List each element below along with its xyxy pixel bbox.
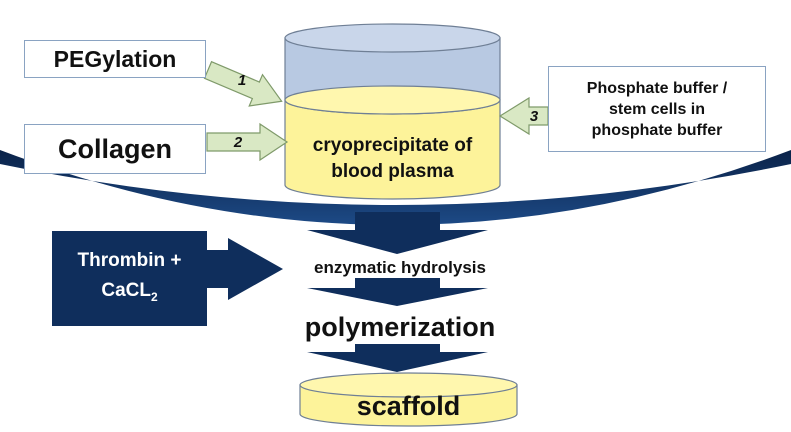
plasma-surface: [284, 85, 501, 115]
hydrolysis-down-arrow: [307, 278, 488, 306]
thrombin-arrow-shape: [52, 231, 283, 326]
plasma-body: [284, 99, 501, 200]
phosphate-line-3: phosphate buffer: [591, 121, 723, 139]
pegylation-label: PEGylation: [53, 45, 177, 72]
calcium-chloride-subscript: 2: [150, 289, 158, 304]
thrombin-label: Thrombin + CaCL2: [52, 238, 207, 320]
pegylation-box: PEGylation: [24, 40, 206, 78]
arrow-2-number: 2: [233, 133, 243, 151]
arrow-1: [203, 60, 283, 107]
hydrolysis-label: enzymatic hydrolysis: [314, 258, 486, 277]
thrombin-line-1: Thrombin +: [77, 250, 182, 272]
arrow-3: [498, 96, 549, 136]
navy-bowl-shape: [0, 150, 791, 225]
cylinder-rim: [284, 23, 501, 53]
calcium-chloride-text: CaCL: [101, 280, 151, 302]
cryoprecipitate-line-2: blood plasma: [331, 161, 454, 182]
main-down-arrow: [307, 212, 488, 254]
cryoprecipitate-label: cryoprecipitate of blood plasma: [290, 132, 495, 186]
scaffold-label: scaffold: [356, 390, 461, 421]
phosphate-box: Phosphate buffer / stem cells in phospha…: [548, 66, 766, 152]
arrow-1-number: 1: [237, 71, 247, 89]
arrow-2: [206, 122, 289, 162]
phosphate-line-2: stem cells in: [608, 100, 706, 118]
collagen-label: Collagen: [57, 133, 172, 164]
thrombin-line-2: CaCL2: [101, 276, 157, 312]
scaffold-disc-top: [299, 372, 518, 398]
polymerization-down-arrow: [307, 344, 488, 372]
polymerization-label: polymerization: [304, 311, 496, 342]
cryoprecipitate-line-1: cryoprecipitate of: [312, 135, 473, 156]
phosphate-line-1: Phosphate buffer /: [586, 79, 728, 97]
collagen-box: Collagen: [24, 124, 206, 174]
arrow-3-number: 3: [529, 107, 539, 125]
